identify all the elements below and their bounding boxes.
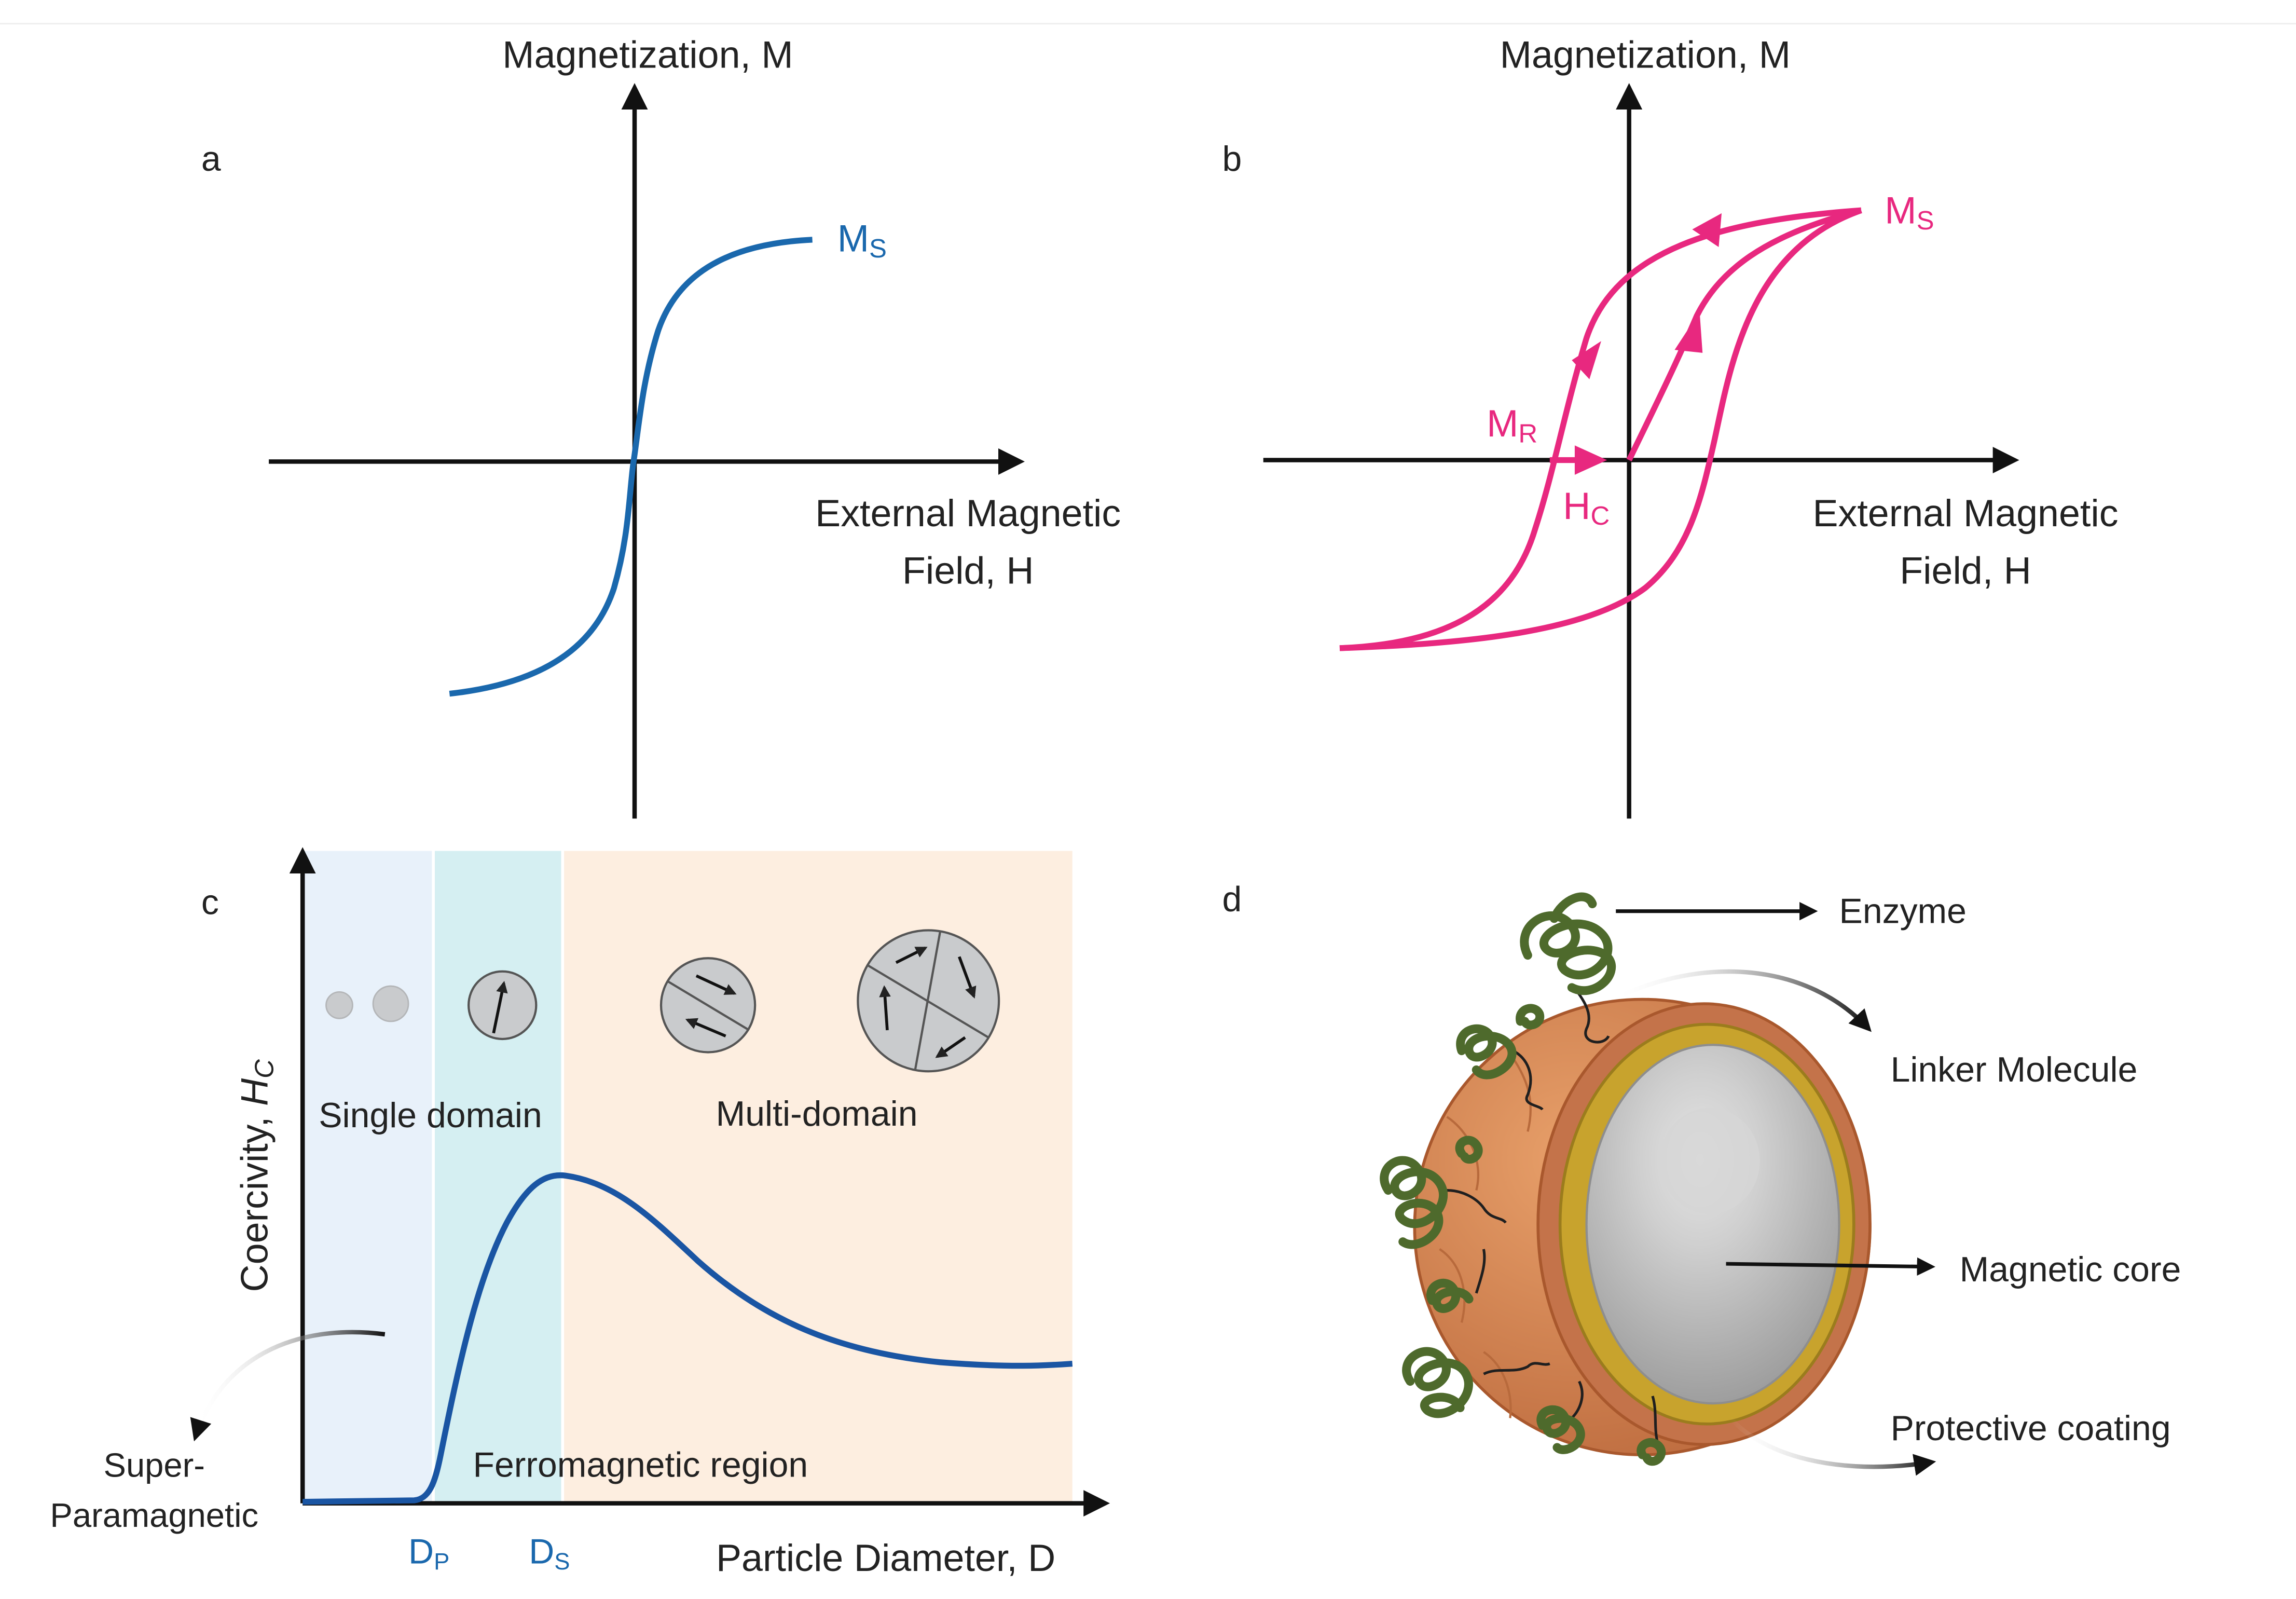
remanence-label: MR bbox=[1487, 402, 1537, 448]
particle-dot-icon bbox=[372, 985, 409, 1022]
particle-dot-icon bbox=[325, 991, 353, 1019]
coercivity-label: HC bbox=[1563, 484, 1610, 530]
initial-magnetization-curve bbox=[1626, 207, 1862, 461]
loop-arrow-upper bbox=[1692, 213, 1722, 248]
two-domain-particle-icon bbox=[659, 957, 757, 1054]
single-domain-label: Single domain bbox=[319, 1096, 542, 1135]
multi-domain-region bbox=[564, 851, 1073, 1504]
panel-letter-a: a bbox=[201, 139, 221, 179]
hysteresis-loop-lower-branch bbox=[1339, 207, 1862, 651]
four-domain-particle-icon bbox=[857, 929, 1000, 1073]
dp-tick-label: DP bbox=[408, 1532, 449, 1575]
ferromagnetic-region-label: Ferromagnetic region bbox=[473, 1445, 808, 1485]
initial-curve-arrow bbox=[1674, 311, 1703, 353]
coating-pointer-arrow bbox=[1728, 1416, 1936, 1476]
x-axis-label-b-line2: Field, H bbox=[1900, 549, 2031, 592]
panel-letter-c: c bbox=[201, 882, 219, 922]
panel-c: c Coercivity, HC Particle Diameter, D DP… bbox=[50, 847, 1110, 1579]
loop-arrow-left bbox=[1572, 341, 1601, 379]
x-axis-label-b-line1: External Magnetic bbox=[1812, 491, 2118, 535]
linker-molecule-label: Linker Molecule bbox=[1891, 1050, 2138, 1089]
ds-tick-label: DS bbox=[529, 1532, 570, 1575]
x-axis-label-a-line2: Field, H bbox=[902, 549, 1034, 592]
panel-letter-d: d bbox=[1222, 880, 1242, 919]
enzyme-label: Enzyme bbox=[1839, 891, 1967, 931]
hysteresis-loop-upper-branch bbox=[1339, 207, 1862, 651]
multi-domain-label: Multi-domain bbox=[716, 1094, 918, 1133]
saturation-label-a: MS bbox=[837, 217, 887, 263]
protective-coating-label: Protective coating bbox=[1891, 1409, 2171, 1448]
panel-b: b Magnetization, M External Magnetic Fie… bbox=[1222, 33, 2119, 819]
superparamagnetic-pointer-arrow bbox=[190, 1330, 386, 1442]
coercivity-curve bbox=[303, 1172, 1073, 1505]
magnetization-curve-a bbox=[449, 237, 813, 697]
x-axis-label-a-line1: External Magnetic bbox=[815, 491, 1121, 535]
x-axis-label-c: Particle Diameter, D bbox=[716, 1536, 1055, 1579]
nanoparticle-icon bbox=[1413, 997, 1872, 1456]
core-pointer-arrow bbox=[1726, 1257, 1935, 1276]
y-axis-label-b: Magnetization, M bbox=[1500, 33, 1791, 76]
single-domain-particle-icon bbox=[467, 970, 538, 1041]
y-axis-label-c: Coercivity, HC bbox=[232, 1059, 279, 1292]
linker-molecule-icon bbox=[1447, 983, 1658, 1441]
enzyme-icon bbox=[1380, 892, 1666, 1466]
superparamagnetic-label-line1: Super- bbox=[104, 1446, 205, 1484]
coercivity-arrow bbox=[1574, 445, 1607, 475]
y-axis-label-a: Magnetization, M bbox=[502, 33, 793, 76]
superparamagnetic-region bbox=[303, 851, 432, 1504]
magnetic-core-label: Magnetic core bbox=[1960, 1250, 2181, 1289]
linker-pointer-arrow bbox=[1612, 969, 1872, 1032]
saturation-label-b: MS bbox=[1885, 189, 1934, 235]
superparamagnetic-label-line2: Paramagnetic bbox=[50, 1496, 258, 1534]
panel-letter-b: b bbox=[1222, 139, 1242, 179]
panel-d: d bbox=[1222, 880, 2181, 1476]
panel-a: a Magnetization, M External Magnetic Fie… bbox=[201, 33, 1121, 819]
